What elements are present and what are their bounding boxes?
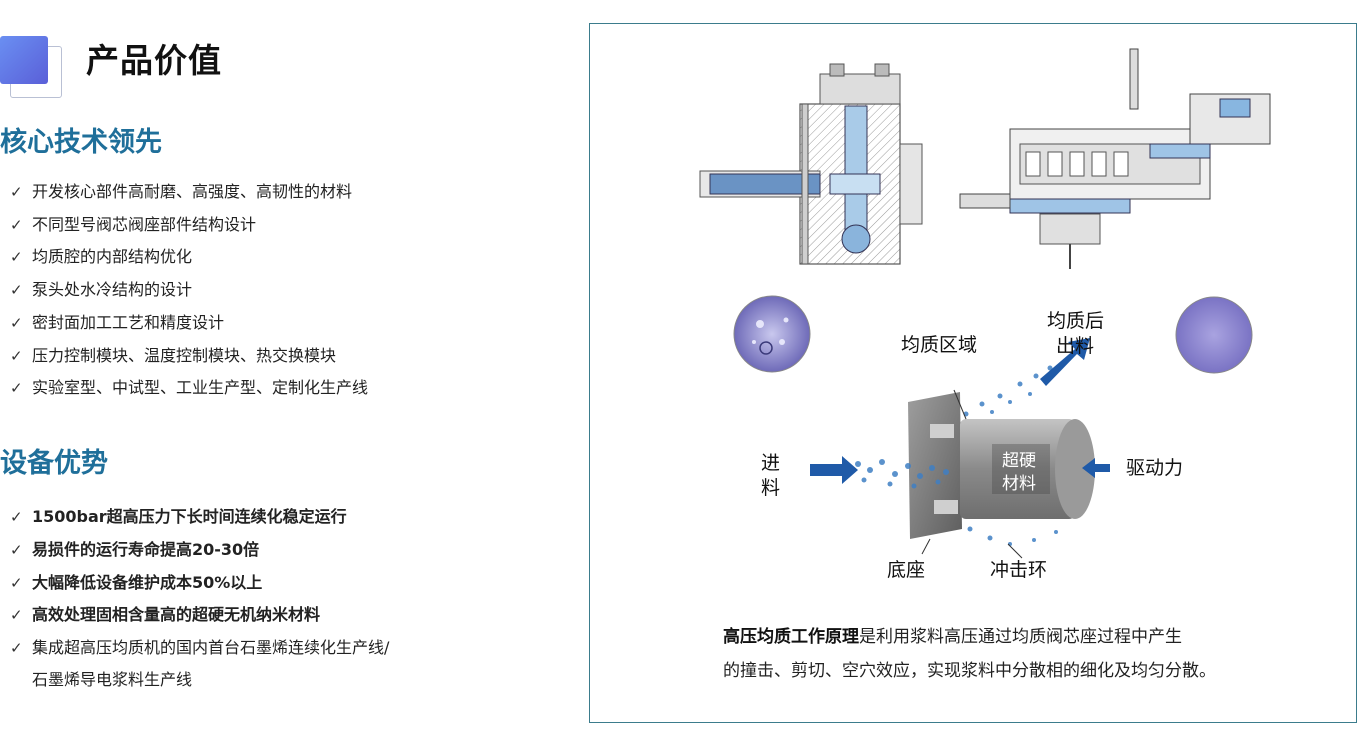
label-material-line1: 超硬	[1002, 451, 1036, 471]
caption-text-line2: 的撞击、剪切、空穴效应，实现浆料中分散相的细化及均匀分散。	[723, 661, 1216, 681]
caption-bold-term: 高压均质工作原理	[723, 627, 859, 647]
checkmark-icon: ✓	[10, 248, 23, 267]
list-item: ✓ 泵头处水冷结构的设计	[10, 274, 368, 307]
label-homog-zone: 均质区域	[901, 334, 977, 356]
list-item-text: 大幅降低设备维护成本50%以上	[32, 572, 263, 592]
list-item: ✓ 1500bar超高压力下长时间连续化稳定运行	[10, 501, 389, 534]
list-item-text: 易损件的运行寿命提高20-30倍	[32, 539, 260, 559]
list-item: ✓ 密封面加工工艺和精度设计	[10, 307, 368, 340]
list-item-text: 密封面加工工艺和精度设计	[32, 312, 225, 332]
label-outlet-line2: 出料	[1056, 335, 1094, 357]
list-item: ✓ 开发核心部件高耐磨、高强度、高韧性的材料	[10, 176, 368, 209]
list-item-text: 实验室型、中试型、工业生产型、定制化生产线	[32, 378, 369, 398]
list-item: ✓ 集成超高压均质机的国内首台石墨烯连续化生产线/石墨烯导电浆料生产线	[10, 632, 389, 696]
section-heading-core-tech: 核心技术领先	[0, 127, 162, 158]
list-item-text: 不同型号阀芯阀座部件结构设计	[32, 214, 257, 234]
label-drive-force: 驱动力	[1126, 457, 1183, 479]
caption-text-line1: 是利用浆料高压通过均质阀芯座过程中产生	[859, 627, 1182, 647]
principle-panel: 均质区域 均质后 出料 进 料 超硬 材料 驱动力 底座 冲击环 高压均质工作原…	[589, 23, 1357, 723]
page-title-block: 产品价值	[0, 28, 260, 98]
checkmark-icon: ✓	[10, 606, 23, 625]
page-title: 产品价值	[86, 41, 222, 80]
section-heading-advantages: 设备优势	[0, 448, 108, 479]
checkmark-icon: ✓	[10, 639, 23, 658]
list-item: ✓ 不同型号阀芯阀座部件结构设计	[10, 209, 368, 242]
list-item: ✓ 易损件的运行寿命提高20-30倍	[10, 534, 389, 567]
before-droplets-image	[733, 295, 811, 373]
list-item-text-line2: 石墨烯导电浆料生产线	[32, 670, 193, 690]
list-item-text: 1500bar超高压力下长时间连续化稳定运行	[32, 507, 347, 526]
label-impact-ring: 冲击环	[990, 559, 1047, 581]
checkmark-icon: ✓	[10, 573, 23, 592]
homogenizing-mechanism	[810, 338, 1110, 559]
checkmark-icon: ✓	[10, 346, 23, 365]
label-inlet-line1: 进	[761, 452, 780, 474]
list-item: ✓ 压力控制模块、温度控制模块、热交换模块	[10, 340, 368, 373]
list-item: ✓ 实验室型、中试型、工业生产型、定制化生产线	[10, 372, 368, 405]
list-item-text-line1: 集成超高压均质机的国内首台石墨烯连续化生产线/	[32, 638, 390, 658]
checkmark-icon: ✓	[10, 508, 23, 526]
list-item: ✓ 大幅降低设备维护成本50%以上	[10, 567, 389, 600]
after-droplets-image	[1175, 296, 1253, 374]
list-item-text: 泵头处水冷结构的设计	[32, 280, 193, 300]
core-tech-list: ✓ 开发核心部件高耐磨、高强度、高韧性的材料 ✓ 不同型号阀芯阀座部件结构设计 ✓ 均质腔…	[10, 176, 368, 405]
homogenizer-diagram: 均质区域 均质后 出料 进 料 超硬 材料 驱动力 底座 冲击环	[699, 48, 1271, 581]
title-square-icon	[0, 36, 62, 98]
label-material-line2: 材料	[1002, 474, 1036, 494]
checkmark-icon: ✓	[10, 379, 23, 398]
valve-assembly-drawing	[959, 48, 1271, 269]
checkmark-icon: ✓	[10, 183, 23, 201]
advantages-list: ✓ 1500bar超高压力下长时间连续化稳定运行 ✓ 易损件的运行寿命提高20-30倍…	[10, 501, 389, 696]
list-item: ✓ 均质腔的内部结构优化	[10, 241, 368, 274]
checkmark-icon: ✓	[10, 540, 23, 559]
label-inlet-line2: 料	[761, 477, 780, 499]
label-outlet-line1: 均质后	[1047, 310, 1104, 332]
checkmark-icon: ✓	[10, 215, 23, 234]
list-item-text: 均质腔的内部结构优化	[32, 247, 193, 267]
list-item-text: 高效处理固相含量高的超硬无机纳米材料	[32, 605, 321, 625]
list-item: ✓ 高效处理固相含量高的超硬无机纳米材料	[10, 599, 389, 632]
label-base: 底座	[887, 559, 925, 581]
list-item-text: 开发核心部件高耐磨、高强度、高韧性的材料	[32, 182, 353, 201]
list-item-text: 压力控制模块、温度控制模块、热交换模块	[32, 345, 337, 365]
principle-caption: 高压均质工作原理是利用浆料高压通过均质阀芯座过程中产生 的撞击、剪切、空穴效应，…	[723, 620, 1283, 688]
valve-cross-section-drawing	[699, 63, 923, 265]
checkmark-icon: ✓	[10, 281, 23, 300]
checkmark-icon: ✓	[10, 313, 23, 332]
